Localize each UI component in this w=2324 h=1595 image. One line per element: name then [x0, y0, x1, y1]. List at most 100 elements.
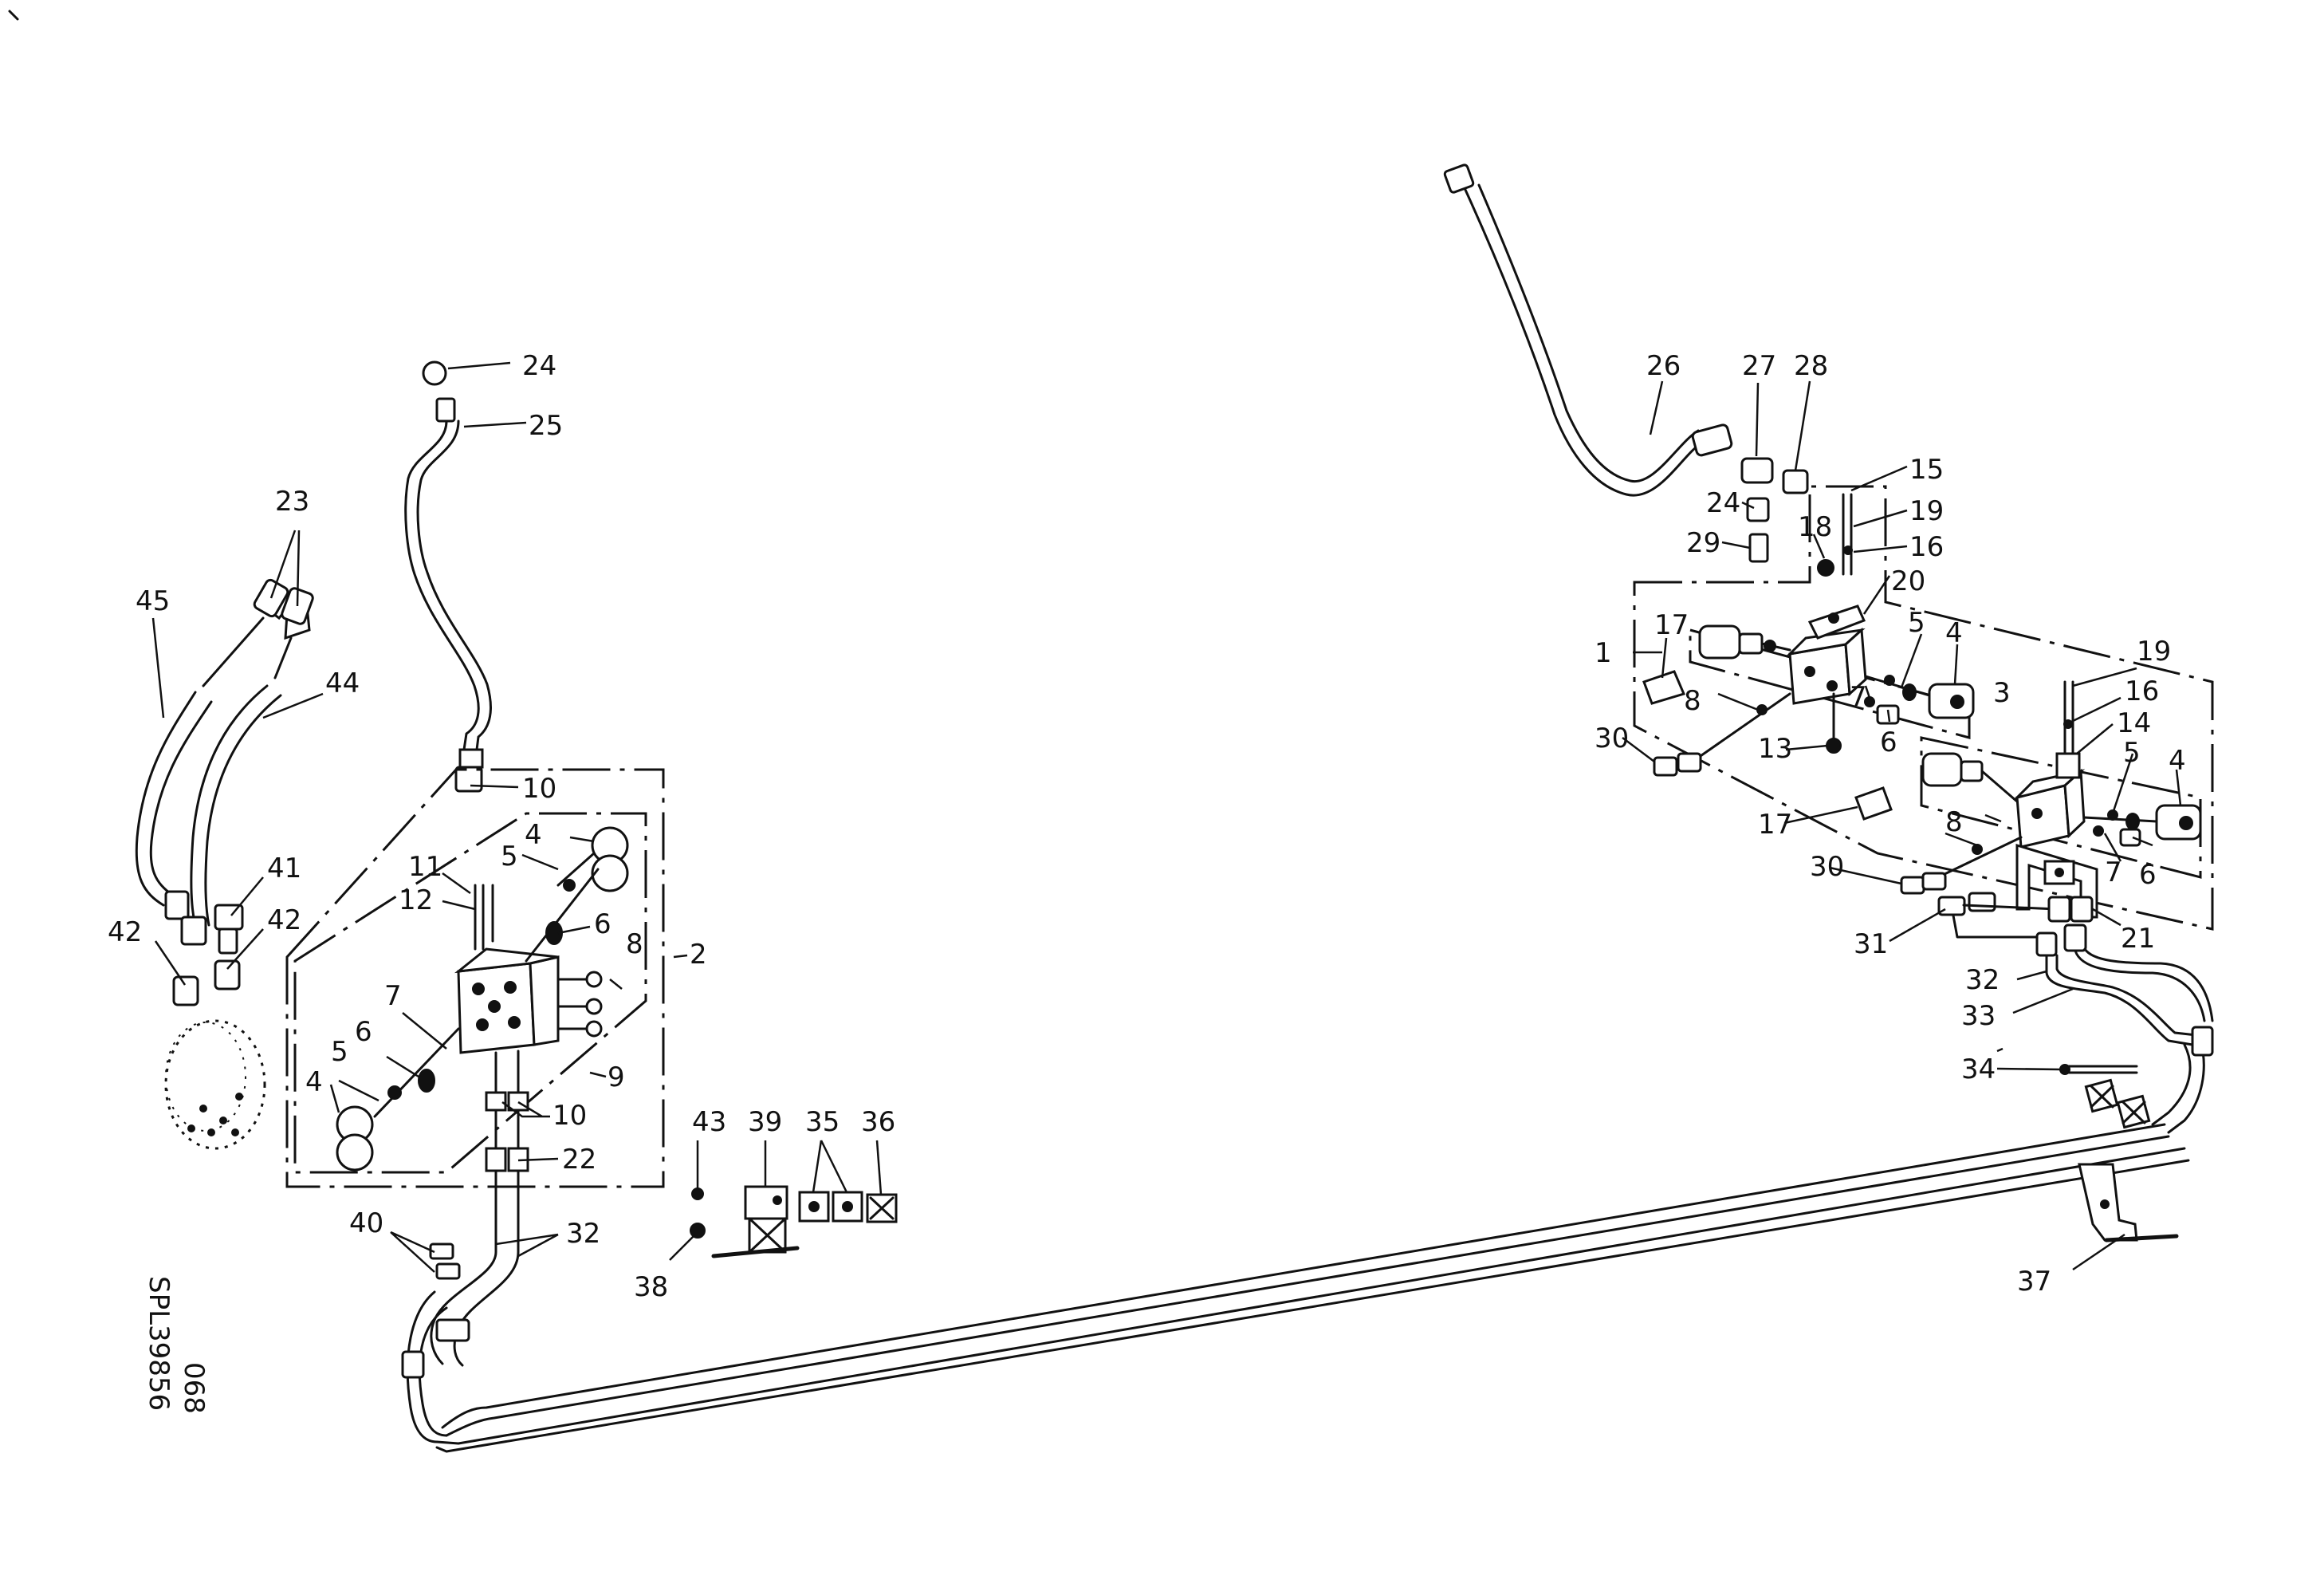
fitting-24-right — [1746, 497, 1770, 522]
washer-16 — [1843, 545, 1853, 555]
nut-6-bottom — [418, 1069, 435, 1093]
callout-32-left: 32 — [566, 1218, 600, 1250]
callout-14: 14 — [2117, 707, 2151, 739]
fitting-30-lower-b — [1921, 872, 1947, 891]
hose-end-45 — [164, 890, 190, 920]
cap-17-upper — [1642, 670, 1686, 705]
fitting-22-left — [485, 1147, 507, 1172]
fitting-31-b — [1968, 892, 1996, 912]
callout-10-bottom: 10 — [552, 1100, 587, 1132]
ring-7-lower — [2093, 825, 2104, 837]
hose-26 — [1443, 163, 1733, 497]
fitting-41 — [214, 904, 244, 931]
seal-5-top — [563, 879, 576, 892]
line-8-upper — [1697, 692, 1791, 759]
fitting-32-right-b — [2070, 896, 2094, 923]
callout-12: 12 — [399, 884, 433, 916]
callout-20: 20 — [1891, 565, 1925, 597]
plug-8-lower — [1972, 844, 1983, 855]
corner-mark — [8, 10, 19, 21]
plug-8a — [585, 971, 603, 988]
callout-6-bottom: 6 — [355, 1016, 372, 1048]
callout-1: 1 — [1595, 637, 1612, 669]
callout-8-left: 8 — [626, 928, 643, 960]
callout-3: 3 — [1993, 677, 2011, 709]
bolt-34-head — [2059, 1064, 2070, 1075]
fitting-10-left — [485, 1091, 507, 1112]
plug-8-upper — [1756, 704, 1768, 715]
callout-4-bottom: 4 — [305, 1066, 323, 1098]
bolt-15-19 — [1842, 493, 1853, 576]
clamp-35b — [832, 1191, 863, 1223]
clamp-36 — [866, 1193, 898, 1223]
bolt-19-lower — [2063, 680, 2074, 755]
callout-6-top: 6 — [594, 908, 611, 940]
hydraulic-lines-32 — [401, 1169, 520, 1443]
callout-17-top: 17 — [1654, 609, 1689, 641]
callout-6-right-upper: 6 — [1880, 727, 1897, 758]
seal-5-bottom — [387, 1085, 402, 1100]
valve-block-upper-right — [1786, 627, 1867, 705]
nut-38 — [690, 1223, 706, 1239]
callout-27: 27 — [1742, 350, 1776, 382]
bracket-21 — [2015, 843, 2098, 919]
callout-numbers: 24 25 23 45 44 41 42 42 10 11 12 4 5 6 8… — [108, 350, 2186, 1303]
fitting-30-upper-a — [1653, 756, 1678, 777]
callout-15: 15 — [1909, 454, 1944, 486]
valve-block-left — [454, 947, 560, 1054]
fitting-30-upper-b — [1677, 752, 1702, 773]
hydraulic-motor — [164, 1019, 266, 1150]
callout-31: 31 — [1854, 928, 1888, 960]
plug-8b — [585, 998, 603, 1015]
callout-16-right: 16 — [2125, 675, 2159, 707]
callout-30-upper: 30 — [1595, 723, 1629, 754]
clamp-35a — [798, 1191, 830, 1223]
fitting-42-left — [172, 975, 199, 1006]
callout-8-upper: 8 — [1684, 685, 1701, 717]
fitting-41-stem — [218, 927, 238, 955]
callout-11: 11 — [408, 851, 442, 883]
frame-2 — [285, 768, 665, 1188]
callout-7-left: 7 — [384, 980, 402, 1012]
callout-10-top: 10 — [522, 773, 556, 805]
fitting-40b — [435, 1262, 461, 1280]
fitting-31-a — [1937, 896, 1966, 916]
callout-17-lower: 17 — [1758, 809, 1792, 841]
callout-33: 33 — [1961, 1000, 1996, 1032]
fitting-28 — [1782, 469, 1809, 494]
callout-44: 44 — [325, 668, 360, 699]
frame-1 — [1633, 485, 2214, 931]
callout-25: 25 — [529, 410, 563, 442]
leader-lines — [151, 361, 2182, 1273]
tube-31-link — [1952, 904, 2059, 939]
fitting-32-right-a — [2047, 896, 2071, 923]
callout-4-top: 4 — [525, 819, 542, 851]
callout-22: 22 — [562, 1144, 596, 1176]
fitting-27 — [1740, 457, 1774, 484]
callout-40: 40 — [349, 1207, 383, 1239]
callout-4-right-upper: 4 — [1945, 617, 1963, 649]
cartridge-top — [525, 868, 600, 963]
frame-9 — [293, 812, 647, 1174]
drawing-reference: SPL39856 068 — [143, 1276, 210, 1414]
solenoid-left-upper — [1698, 624, 1791, 660]
fitting-30-lower-a — [1900, 876, 1925, 895]
bolt-12 — [474, 884, 485, 951]
callout-19-top: 19 — [1909, 495, 1944, 527]
callout-34: 34 — [1961, 1053, 1996, 1085]
solenoid-4-bottom — [336, 1105, 374, 1172]
bracket-20 — [1807, 605, 1866, 640]
fitting-10-right — [507, 1091, 529, 1112]
fitting-stems — [494, 1050, 520, 1150]
fitting-32-right-d — [2035, 931, 2058, 957]
callout-13: 13 — [1758, 733, 1792, 765]
plug-6-lower — [2119, 828, 2141, 847]
bolt-34 — [2062, 1065, 2138, 1074]
callout-37: 37 — [2017, 1266, 2051, 1298]
callout-32-right: 32 — [1965, 964, 2000, 996]
fitting-32-right-c — [2063, 924, 2087, 952]
bracket-14 — [2055, 752, 2081, 779]
hydraulic-lines-right — [2045, 947, 2214, 1134]
callout-28: 28 — [1794, 350, 1828, 382]
washer-16-lower — [2063, 719, 2073, 729]
